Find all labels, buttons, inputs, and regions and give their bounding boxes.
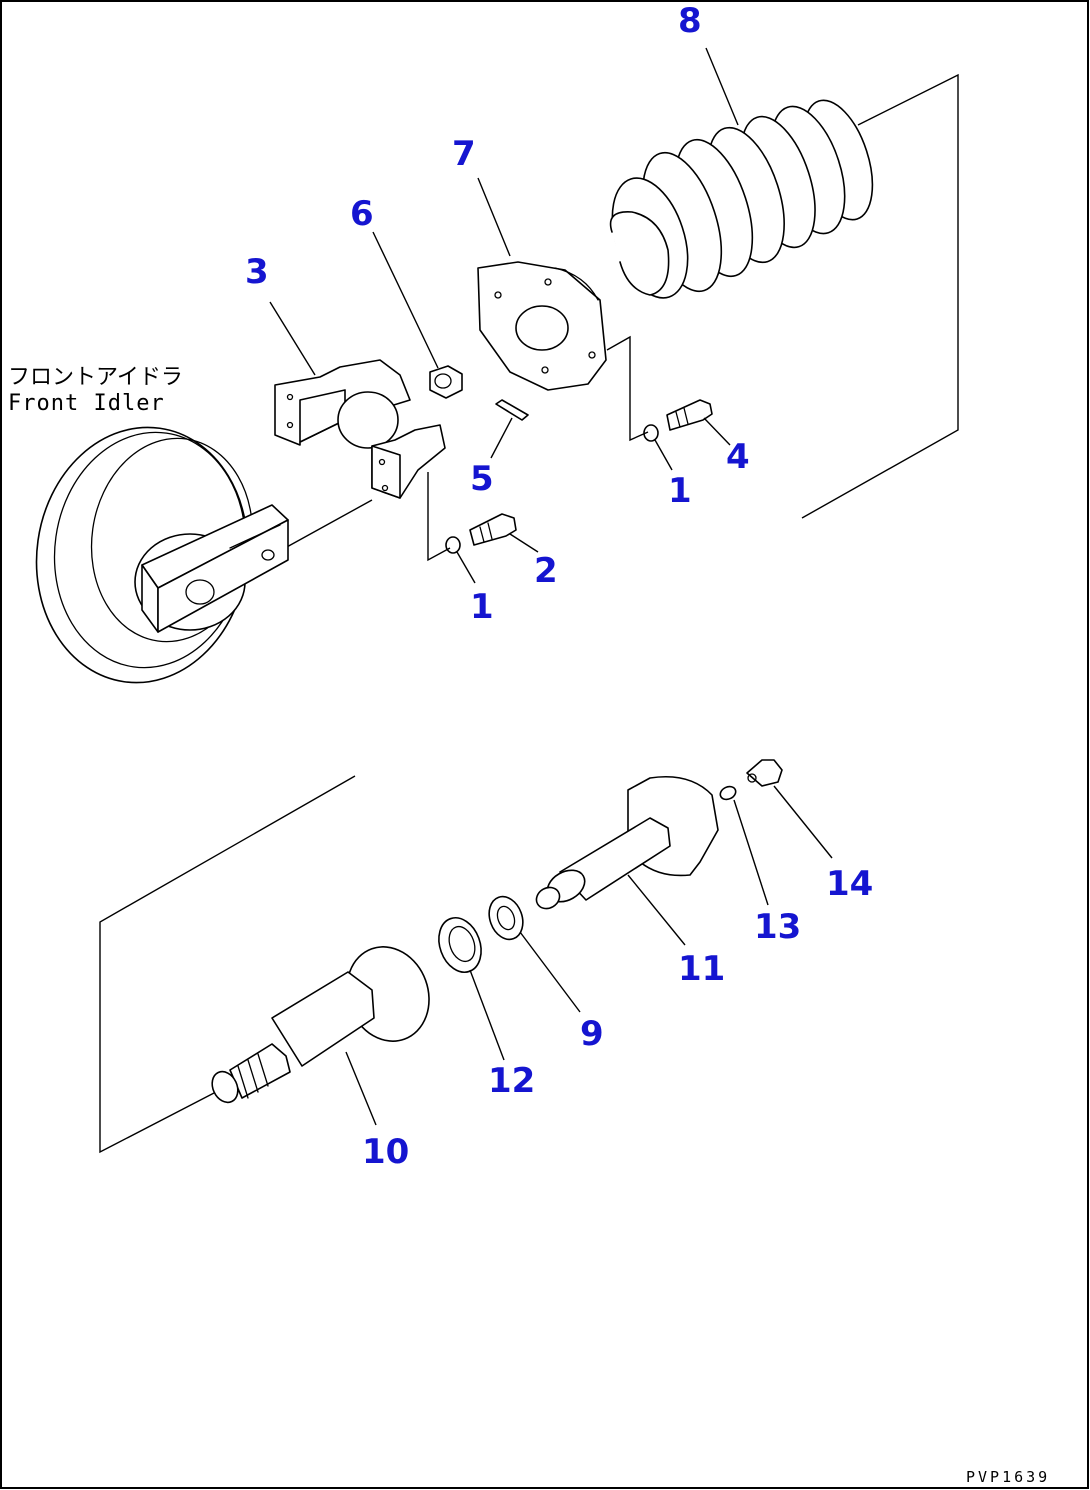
part-5-pin [495,399,529,421]
part-2-bolt [469,513,517,546]
bracket-bolt-4 [606,335,649,442]
idler-axis-line [284,499,373,549]
assembly-bracket-upper [801,73,959,519]
part-1-washer-lower [445,536,461,554]
part-10-shaft [211,946,430,1104]
bracket-bolt-2 [427,472,451,562]
callout-4: 4 [726,437,750,477]
callout-8: 8 [678,1,702,41]
callout-12: 12 [488,1061,535,1101]
front-idler-label-jp: フロントアイドラ [8,365,183,390]
callout-11: 11 [678,949,725,989]
assembly-bracket-lower [99,775,356,1154]
part-9-washer [488,895,524,941]
part-1-washer-upper [643,424,659,442]
front-idler-wheel [35,426,289,684]
part-12-seal-ring [438,917,482,973]
callout-5: 5 [470,459,494,499]
part-7-plate [477,261,607,391]
callout-10: 10 [362,1132,409,1172]
part-6-nut [429,365,463,399]
part-14-grease-nipple [746,759,783,787]
callout-7: 7 [452,134,476,174]
callout-13: 13 [754,907,801,947]
part-13-fitting [719,785,737,801]
drawing-code: PVP1639 [966,1468,1050,1486]
callout-2: 2 [534,551,558,591]
callout-1-lower: 1 [470,587,494,627]
part-8-spring [609,99,874,299]
callout-6: 6 [350,194,374,234]
front-idler-label-en: Front Idler [8,391,165,416]
part-11-shaft [535,775,719,910]
callout-1-upper: 1 [668,471,692,511]
part-3-bracket [274,359,446,499]
spring-axis-line [857,119,869,126]
callout-3: 3 [245,252,269,292]
callout-14: 14 [826,864,873,904]
callout-9: 9 [580,1014,604,1054]
part-4-bolt [666,399,713,431]
